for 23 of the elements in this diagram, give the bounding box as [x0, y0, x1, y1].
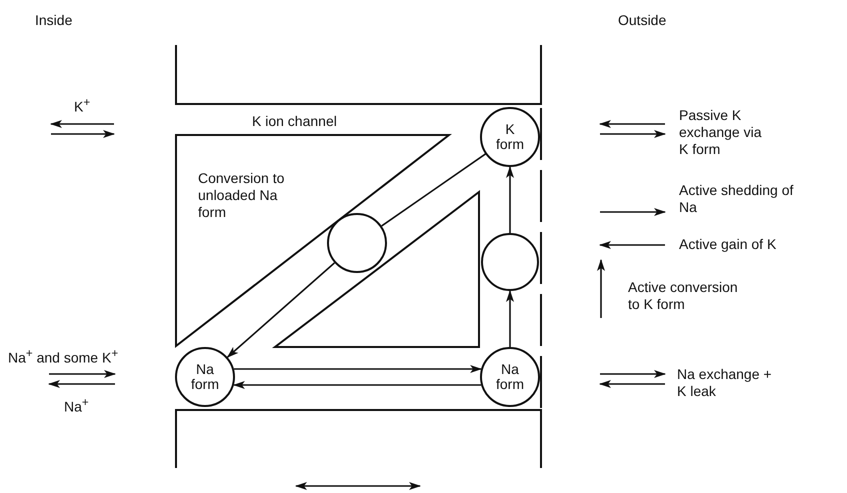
process-label: Passive K exchange via K form: [679, 107, 763, 158]
arrow: [506, 290, 514, 347]
process-label: Active shedding of Na: [679, 182, 794, 216]
process-label: Na exchange + K leak: [677, 366, 773, 400]
arrow: [232, 381, 482, 389]
process-label: Active conversion to K form: [628, 279, 739, 313]
side-label: Outside: [618, 12, 666, 29]
carrier-label: K form: [495, 122, 525, 152]
arrow: [226, 262, 336, 358]
ion-label: K$^{+}$: [74, 95, 90, 116]
process-label: Active gain of K: [679, 236, 776, 253]
process-label: Conversion to unloaded Na form: [198, 170, 286, 221]
arrow: [506, 166, 514, 233]
carrier-circle: [175, 347, 235, 407]
side-label: Inside: [35, 12, 72, 29]
arrow: [234, 365, 482, 373]
ion-label: Na$^{+}$: [64, 395, 89, 416]
carrier-circle: [480, 107, 540, 167]
channel-label: K ion channel: [252, 113, 337, 130]
circle-node: [327, 213, 387, 273]
carrier-label: Na form: [190, 362, 220, 392]
ion-label: Na$^{+}$ and some K$^{+}$: [8, 346, 118, 367]
carrier-label: Na form: [495, 362, 525, 392]
